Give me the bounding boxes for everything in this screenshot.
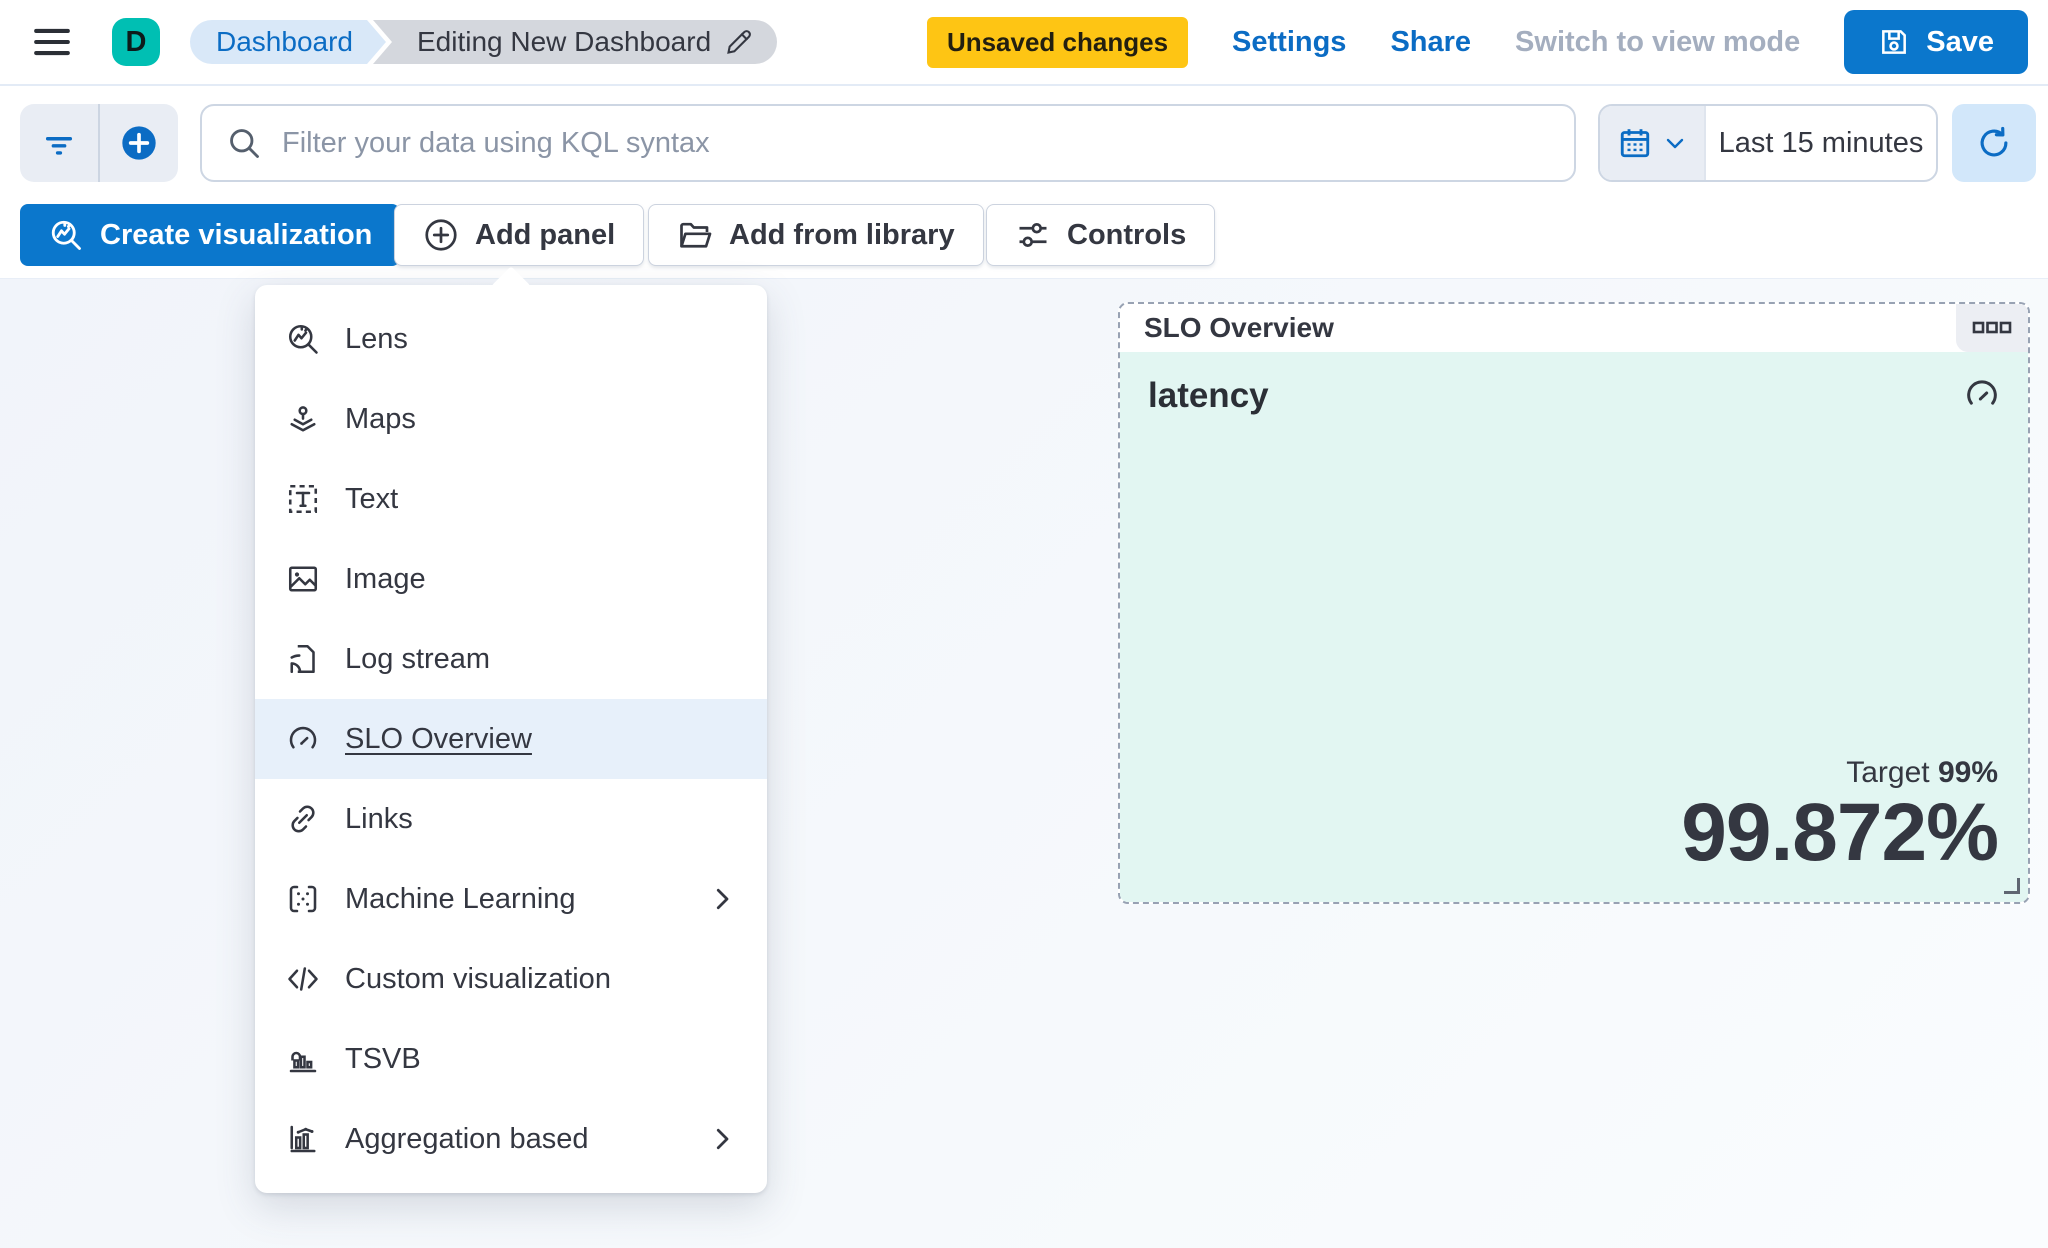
chevron-right-icon xyxy=(707,1124,737,1154)
create-visualization-button[interactable]: Create visualization xyxy=(20,204,401,266)
time-range-display[interactable]: Last 15 minutes xyxy=(1718,126,1924,159)
plus-circle-outline-icon xyxy=(423,217,459,253)
panel-resize-handle[interactable] xyxy=(2004,878,2020,894)
breadcrumb-current-label: Editing New Dashboard xyxy=(416,26,712,57)
text-icon xyxy=(285,481,321,517)
refresh-button[interactable] xyxy=(1952,104,2036,182)
unsaved-changes-badge[interactable]: Unsaved changes xyxy=(926,16,1189,68)
menu-item-maps[interactable]: Maps xyxy=(255,379,767,459)
add-filter-button[interactable] xyxy=(98,104,178,182)
link-icon xyxy=(285,801,321,837)
controls-button[interactable]: Controls xyxy=(986,204,1216,266)
menu-item-label: Aggregation based xyxy=(345,1122,589,1155)
time-picker-calendar-button[interactable] xyxy=(1600,106,1706,180)
controls-label: Controls xyxy=(1067,218,1187,251)
chevron-down-icon xyxy=(1663,131,1687,155)
calendar-icon xyxy=(1617,125,1653,161)
menu-item-label: Machine Learning xyxy=(345,882,576,915)
maps-icon xyxy=(285,401,321,437)
dashboard-toolbar: Create visualization Add panel Add from … xyxy=(0,196,2048,278)
menu-item-aggregation-based[interactable]: Aggregation based xyxy=(255,1099,767,1179)
menu-item-image[interactable]: Image xyxy=(255,539,767,619)
breadcrumb-dashboard[interactable]: Dashboard xyxy=(190,20,386,64)
panel-title: SLO Overview xyxy=(1144,312,1334,343)
lens-icon xyxy=(285,321,321,357)
menu-item-lens[interactable]: Lens xyxy=(255,299,767,379)
menu-item-log-stream[interactable]: Log stream xyxy=(255,619,767,699)
log-stream-icon xyxy=(285,641,321,677)
save-floppy-icon xyxy=(1878,26,1910,58)
time-picker: Last 15 minutes xyxy=(1598,104,1938,182)
slo-target-label: Target xyxy=(1846,755,1930,789)
menu-item-text[interactable]: Text xyxy=(255,459,767,539)
menu-item-label: Links xyxy=(345,802,413,835)
breadcrumb-current-page[interactable]: Editing New Dashboard xyxy=(372,20,778,64)
aggregation-icon xyxy=(285,1121,321,1157)
menu-item-label: TSVB xyxy=(345,1042,421,1075)
menu-item-custom-visualization[interactable]: Custom visualization xyxy=(255,939,767,1019)
machine-learning-icon xyxy=(285,881,321,917)
menu-item-slo-overview[interactable]: SLO Overview xyxy=(255,699,767,779)
top-header: D Dashboard Editing New Dashboard Unsave… xyxy=(0,0,2048,86)
code-icon xyxy=(285,961,321,997)
panel-options-button[interactable] xyxy=(1956,304,2028,352)
save-button-label: Save xyxy=(1926,25,1994,58)
filter-button[interactable] xyxy=(20,104,98,182)
settings-link[interactable]: Settings xyxy=(1232,25,1347,58)
slo-metrics: Target 99% 99.872% xyxy=(1681,756,1999,878)
plus-circle-icon xyxy=(119,123,159,163)
chevron-right-icon xyxy=(707,884,737,914)
menu-item-links[interactable]: Links xyxy=(255,779,767,859)
filter-icon xyxy=(42,126,76,160)
avatar[interactable]: D xyxy=(112,18,160,66)
create-visualization-label: Create visualization xyxy=(100,218,373,251)
slo-target: Target 99% xyxy=(1681,756,1998,790)
add-panel-button[interactable]: Add panel xyxy=(394,204,645,266)
boxes-horizontal-icon xyxy=(1972,318,2012,338)
controls-sliders-icon xyxy=(1015,217,1051,253)
menu-item-label: Lens xyxy=(345,322,408,355)
switch-view-mode-link[interactable]: Switch to view mode xyxy=(1515,25,1801,58)
menu-item-label: Text xyxy=(345,482,399,515)
tsvb-icon xyxy=(285,1041,321,1077)
menu-item-label: Custom visualization xyxy=(345,962,611,995)
query-bar: Last 15 minutes xyxy=(0,88,2048,196)
filter-button-group xyxy=(20,104,178,182)
gauge-icon xyxy=(1962,374,2002,414)
share-link[interactable]: Share xyxy=(1390,25,1472,58)
slo-overview-panel[interactable]: SLO Overview latency Target 99% 99.872% xyxy=(1118,302,2030,904)
add-from-library-label: Add from library xyxy=(729,218,955,251)
slo-name: latency xyxy=(1148,376,1269,415)
add-from-library-button[interactable]: Add from library xyxy=(648,204,984,266)
kql-search-bar[interactable] xyxy=(200,104,1576,182)
image-icon xyxy=(285,561,321,597)
slo-card: latency Target 99% 99.872% xyxy=(1120,352,2028,902)
save-button[interactable]: Save xyxy=(1844,10,2028,74)
folder-icon xyxy=(677,217,713,253)
refresh-icon xyxy=(1975,124,2013,162)
search-icon xyxy=(226,125,262,161)
slo-observed-value: 99.872% xyxy=(1681,786,1999,878)
menu-item-label: SLO Overview xyxy=(345,722,532,755)
gauge-icon xyxy=(285,721,321,757)
menu-item-label: Log stream xyxy=(345,642,491,675)
menu-item-label: Image xyxy=(345,562,426,595)
menu-item-tsvb[interactable]: TSVB xyxy=(255,1019,767,1099)
menu-item-label: Maps xyxy=(345,402,416,435)
panel-header: SLO Overview xyxy=(1120,304,2028,352)
kql-search-input[interactable] xyxy=(282,126,1550,160)
lens-icon xyxy=(48,217,84,253)
slo-target-value: 99% xyxy=(1937,755,1998,789)
menu-hamburger-icon[interactable] xyxy=(20,10,84,74)
menu-item-machine-learning[interactable]: Machine Learning xyxy=(255,859,767,939)
breadcrumb-dashboard-label: Dashboard xyxy=(216,26,353,57)
breadcrumb: Dashboard Editing New Dashboard xyxy=(190,20,778,64)
add-panel-label: Add panel xyxy=(475,218,616,251)
edit-pencil-icon[interactable] xyxy=(725,28,753,56)
